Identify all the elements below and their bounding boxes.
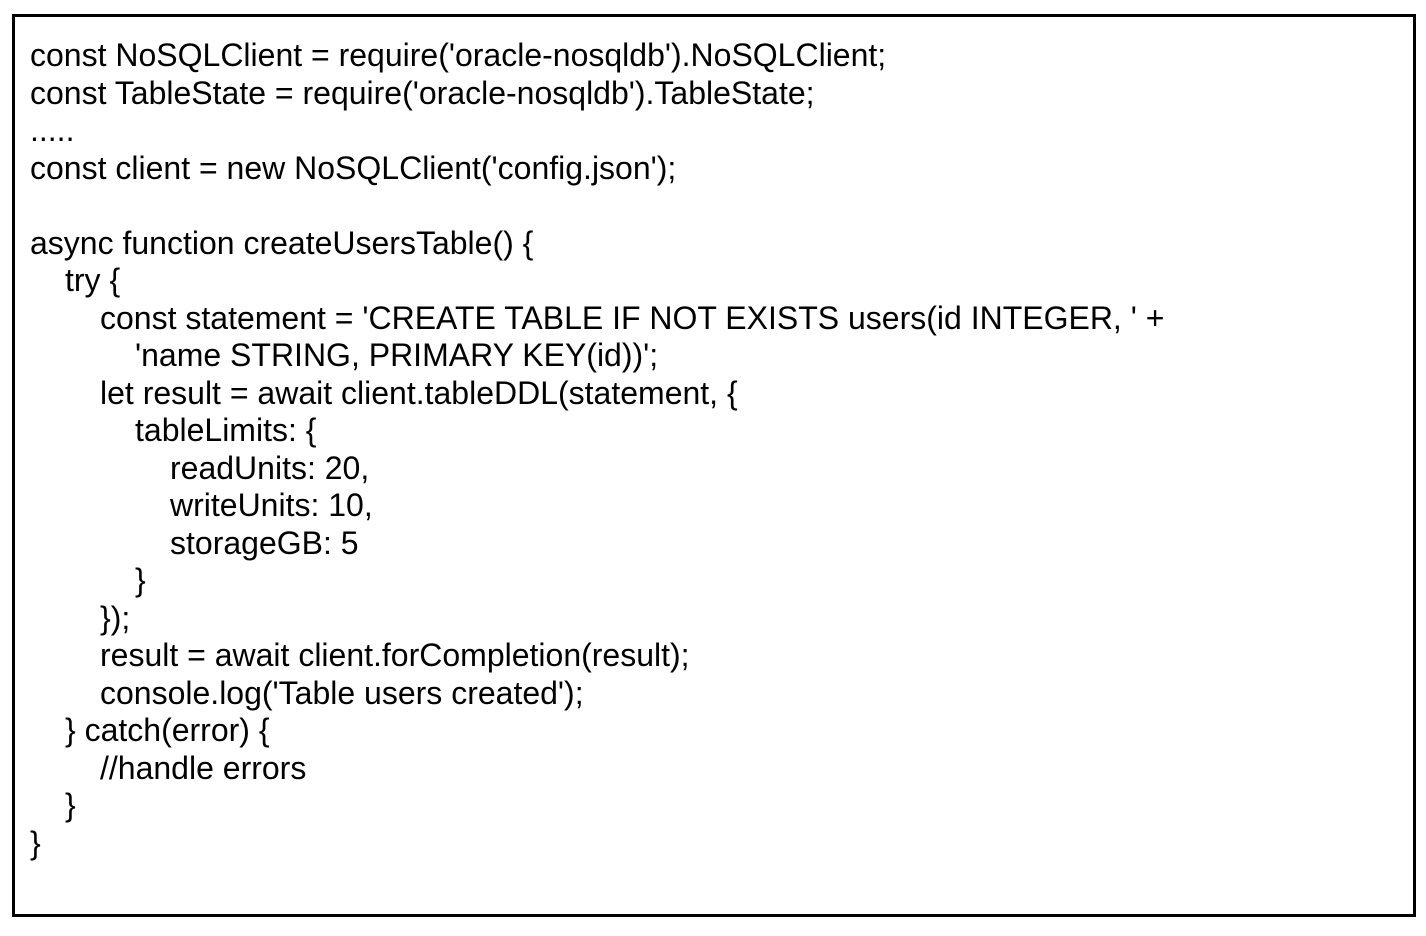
code-line: const client = new NoSQLClient('config.j…	[30, 149, 677, 186]
code-line: tableLimits: {	[135, 412, 317, 448]
code-snippet-frame: const NoSQLClient = require('oracle-nosq…	[12, 14, 1416, 917]
code-line: let result = await client.tableDDL(state…	[100, 374, 738, 411]
code-line: }	[30, 824, 41, 861]
code-line: } catch(error) {	[65, 712, 270, 748]
code-line: console.log('Table users created');	[100, 674, 584, 711]
code-line: const NoSQLClient = require('oracle-nosq…	[30, 37, 887, 73]
code-line: //handle errors	[100, 749, 307, 786]
code-block: const NoSQLClient = require('oracle-nosq…	[15, 17, 1413, 862]
code-line: }	[135, 562, 146, 598]
code-line: storageGB: 5	[170, 524, 359, 561]
code-line: result = await client.forCompletion(resu…	[100, 637, 690, 673]
code-line: const statement = 'CREATE TABLE IF NOT E…	[100, 299, 1165, 336]
code-line: async function createUsersTable() {	[30, 224, 534, 261]
code-line: });	[100, 599, 131, 636]
code-line	[30, 187, 1395, 225]
code-line: }	[65, 787, 76, 823]
code-line: .....	[30, 112, 75, 148]
code-line: readUnits: 20,	[170, 449, 370, 486]
code-line: writeUnits: 10,	[170, 487, 373, 523]
code-line: const TableState = require('oracle-nosql…	[30, 74, 815, 111]
code-line: try {	[65, 262, 121, 298]
code-line: 'name STRING, PRIMARY KEY(id))';	[135, 337, 659, 373]
